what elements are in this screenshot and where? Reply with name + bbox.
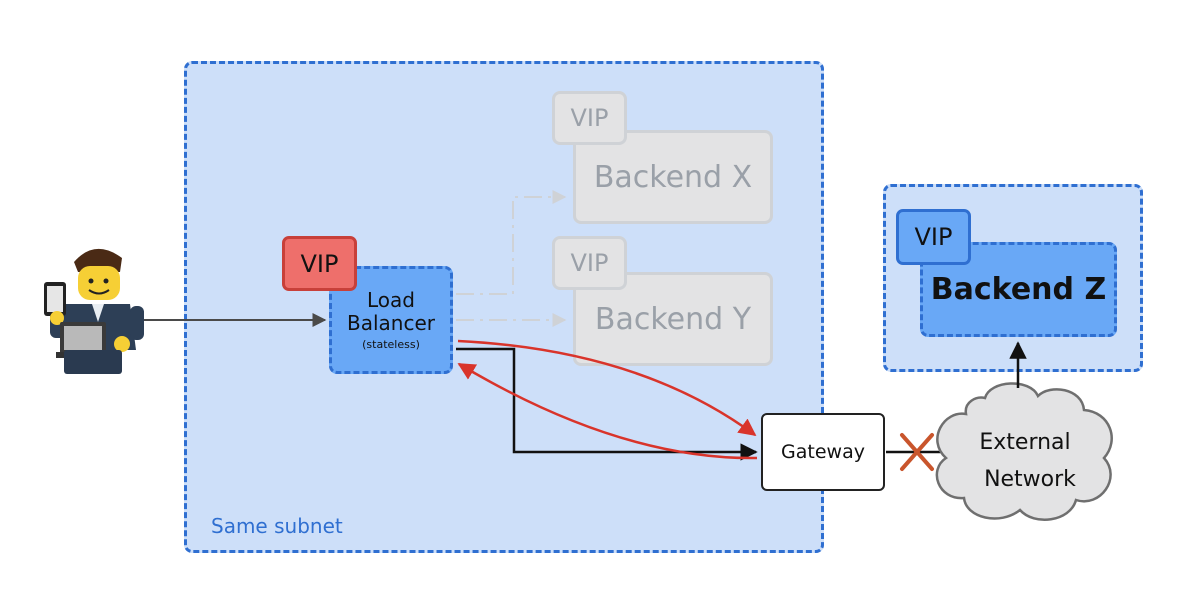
- backend-z-vip-label: VIP: [914, 223, 953, 251]
- load-balancer-vip: VIP: [282, 236, 357, 291]
- red-arrow-to-gateway: [457, 339, 757, 437]
- external-line2: Network: [984, 467, 1076, 492]
- blocked-x-icon: [900, 433, 934, 471]
- backend-y-vip: VIP: [552, 236, 627, 290]
- backend-x-box: Backend X: [573, 130, 773, 224]
- red-arrow-back-to-load-balancer: [457, 362, 758, 460]
- external-line1: External: [979, 430, 1070, 455]
- lego-user-icon: [44, 248, 144, 374]
- backend-x-vip: VIP: [552, 91, 627, 145]
- load-balancer-note: (stateless): [362, 337, 420, 351]
- load-balancer-line2: Balancer: [347, 310, 435, 335]
- backend-x-label: Backend X: [593, 159, 753, 195]
- backend-y-vip-label: VIP: [570, 249, 609, 277]
- backend-z-vip: VIP: [896, 209, 971, 265]
- backend-x-vip-label: VIP: [570, 104, 609, 132]
- arrow-load-balancer-to-gateway: [456, 347, 758, 461]
- load-balancer-vip-label: VIP: [300, 249, 339, 278]
- subnet-label: Same subnet: [211, 514, 343, 538]
- gateway-label: Gateway: [781, 441, 865, 463]
- external-network-cloud-icon: [935, 382, 1113, 521]
- load-balancer-line1: Load: [367, 287, 415, 312]
- faded-arrow-to-backend-x: [456, 190, 567, 295]
- backend-z-label: Backend Z: [930, 272, 1107, 307]
- backend-y-label: Backend Y: [594, 301, 752, 337]
- backend-z-box: Backend Z: [920, 242, 1117, 337]
- gateway-box: Gateway: [761, 413, 885, 491]
